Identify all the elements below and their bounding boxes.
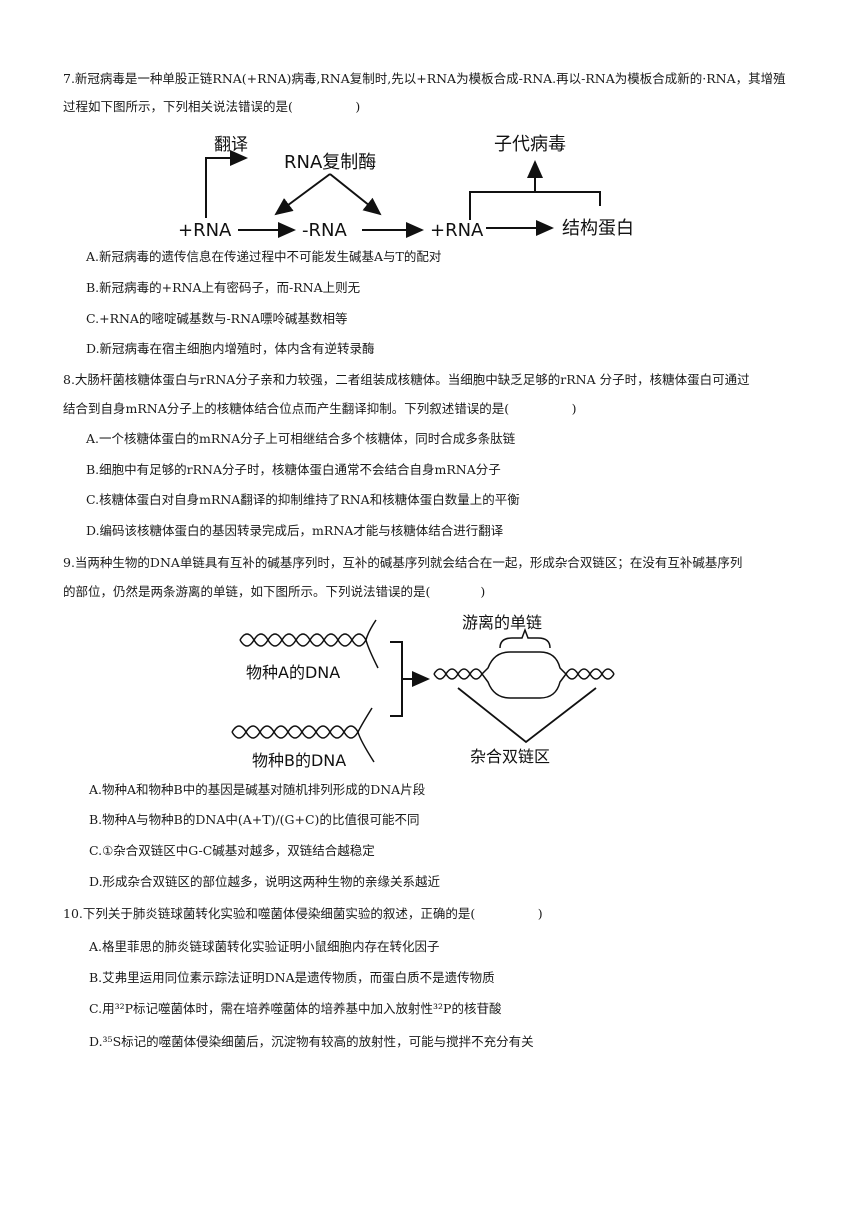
q10-option-a: A.格里菲思的肺炎链球菌转化实验证明小鼠细胞内存在转化因子 — [89, 939, 440, 954]
q9-option-c: C.①杂合双链区中G-C碱基对越多，双链结合越稳定 — [89, 843, 375, 858]
q7-label-translate: 翻译 — [214, 135, 248, 155]
q8-stem-line2: 结合到自身mRNA分子上的核糖体结合位点而产生翻译抑制。下列叙述错误的是( ) — [63, 401, 577, 416]
q9-label-species-b: 物种B的DNA — [252, 751, 346, 770]
q9-hybrid-dna-helix — [433, 651, 615, 699]
q7-arrow-translate — [205, 150, 248, 218]
q7-label-plus-rna-2: +RNA — [430, 220, 484, 241]
q9-option-a: A.物种A和物种B中的基因是碱基对随机排列形成的DNA片段 — [89, 782, 426, 797]
q7-bracket-to-offspring — [469, 191, 601, 220]
q8-stem-line1: 8.大肠杆菌核糖体蛋白与rRNA分子亲和力较强，二者组装成核糖体。当细胞中缺乏足… — [63, 372, 750, 387]
q9-stem-line2: 的部位，仍然是两条游离的单链，如下图所示。下列说法错误的是( ) — [63, 584, 486, 599]
q10-stem: 10.下列关于肺炎链球菌转化实验和噬菌体侵染细菌实验的叙述，正确的是( ) — [63, 906, 543, 921]
q9-stem-line1: 9.当两种生物的DNA单链具有互补的碱基序列时，互补的碱基序列就会结合在一起，形… — [63, 555, 743, 570]
q7-option-c: C.+RNA的嘧啶碱基数与-RNA嘌呤碱基数相等 — [86, 311, 348, 326]
q7-label-plus-rna-1: +RNA — [178, 220, 232, 241]
q9-label-hybrid-region: 杂合双链区 — [470, 747, 550, 766]
q10-option-b: B.艾弗里运用同位素示踪法证明DNA是遗传物质，而蛋白质不是遗传物质 — [89, 970, 495, 985]
q9-free-strand-bracket — [499, 627, 551, 649]
q9-diagram: 物种A的DNA 物种B的DNA 游离的单链 杂合双链区 — [231, 613, 615, 770]
q7-arrow-replicase-right — [329, 173, 382, 216]
q8-option-d: D.编码该核糖体蛋白的基因转录完成后，mRNA才能与核糖体结合进行翻译 — [86, 523, 504, 538]
q7-diagram: 翻译 RNA复制酶 +RNA -RNA +RNA 子代病毒 结构蛋白 — [178, 134, 634, 241]
q9-combine-bracket — [390, 641, 403, 717]
q7-option-a: A.新冠病毒的遗传信息在传递过程中不可能发生碱基A与T的配对 — [86, 249, 442, 264]
q7-label-structural-protein: 结构蛋白 — [562, 218, 634, 239]
q10-option-d: D.³⁵S标记的噬菌体侵染细菌后，沉淀物有较高的放射性，可能与搅拌不充分有关 — [89, 1034, 534, 1049]
q9-label-free-strand: 游离的单链 — [462, 613, 542, 632]
q9-option-d: D.形成杂合双链区的部位越多，说明这两种生物的亲缘关系越近 — [89, 874, 441, 889]
q9-species-a-dna-helix — [239, 619, 379, 669]
q10-option-c: C.用³²P标记噬菌体时，需在培养噬菌体的培养基中加入放射性³²P的核苷酸 — [89, 1001, 502, 1016]
q9-hybrid-pointer — [457, 687, 597, 744]
q7-stem-line2: 过程如下图所示，下列相关说法错误的是( ) — [63, 99, 361, 114]
q7-label-minus-rna: -RNA — [302, 220, 347, 241]
q9-species-b-dna-helix — [231, 707, 375, 763]
q7-label-offspring: 子代病毒 — [494, 134, 566, 155]
q8-option-a: A.一个核糖体蛋白的mRNA分子上可相继结合多个核糖体，同时合成多条肽链 — [86, 431, 516, 446]
q9-option-b: B.物种A与物种B的DNA中(A+T)/(G+C)的比值很可能不同 — [89, 812, 420, 827]
q7-stem-line1: 7.新冠病毒是一种单股正链RNA(+RNA)病毒,RNA复制时,先以+RNA为模… — [63, 71, 786, 86]
q7-option-d: D.新冠病毒在宿主细胞内增殖时，体内含有逆转录酶 — [86, 341, 375, 356]
q8-option-b: B.细胞中有足够的rRNA分子时，核糖体蛋白通常不会结合自身mRNA分子 — [86, 462, 501, 477]
q7-arrow-replicase-left — [274, 173, 331, 216]
q8-option-c: C.核糖体蛋白对自身mRNA翻译的抑制维持了RNA和核糖体蛋白数量上的平衡 — [86, 492, 520, 507]
q7-option-b: B.新冠病毒的+RNA上有密码子，而-RNA上则无 — [86, 280, 361, 295]
q7-label-replicase: RNA复制酶 — [284, 152, 376, 173]
q9-label-species-a: 物种A的DNA — [246, 663, 340, 682]
